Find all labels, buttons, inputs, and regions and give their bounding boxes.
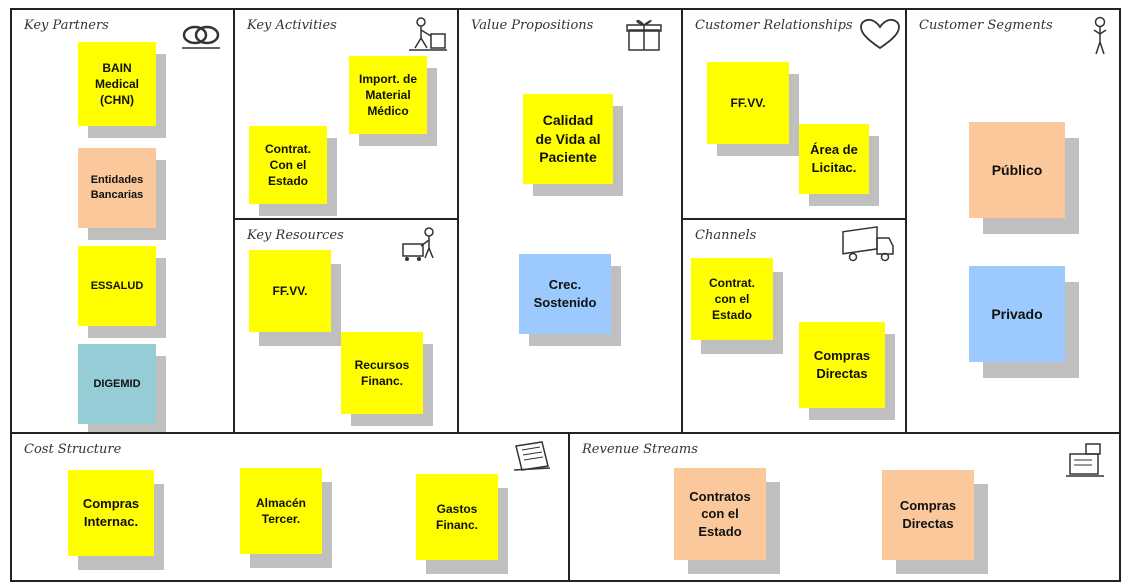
section-title: Revenue Streams [582,442,698,457]
sticky-note: Contrat. con el Estado [691,258,773,340]
sticky-note: Contrat. Con el Estado [249,126,327,204]
document-icon [510,440,552,474]
section-channels: Channels Contrat. con el Estado Compras … [681,218,907,434]
truck-icon [841,226,894,262]
section-title: Value Propositions [471,18,594,33]
sticky-note: FF.VV. [249,250,331,332]
sticky-note: Recursos Financ. [341,332,423,414]
chain-links-icon [180,18,222,52]
sticky-note: Entidades Bancarias [78,148,156,228]
sticky-note: Crec. Sostenido [519,254,611,334]
worker-with-cart-icon [399,226,441,261]
sticky-note: FF.VV. [707,62,789,144]
section-title: Key Resources [247,228,344,243]
section-key-resources: Key Resources FF.VV. Recursos Financ. [233,218,459,434]
section-cost-structure: Cost Structure Compras Internac. Almacén… [10,432,570,582]
sticky-note: ESSALUD [78,246,156,326]
sticky-note: Gastos Financ. [416,474,498,560]
sticky-note: BAIN Medical (CHN) [78,42,156,126]
sticky-note: Almacén Tercer. [240,468,322,554]
cash-register-icon [1064,440,1106,477]
gift-icon [623,16,665,51]
section-customer-segments: Customer Segments Público Privado [905,8,1121,434]
section-title: Cost Structure [24,442,122,457]
worker-icon [407,16,449,51]
sticky-note: Contratos con el Estado [674,468,766,560]
sticky-note: Calidad de Vida al Paciente [523,94,613,184]
sticky-note: Import. de Material Médico [349,56,427,134]
section-title: Customer Relationships [695,18,853,33]
sticky-note: Compras Internac. [68,470,154,556]
sticky-note: Público [969,122,1065,218]
sticky-note: Compras Directas [882,470,974,560]
sticky-note: DIGEMID [78,344,156,424]
section-revenue-streams: Revenue Streams Contratos con el Estado … [568,432,1121,582]
section-title: Channels [695,228,757,243]
section-key-activities: Key Activities Import. de Material Médic… [233,8,459,220]
section-customer-relationships: Customer Relationships FF.VV. Área de Li… [681,8,907,220]
sticky-note: Privado [969,266,1065,362]
heart-icon [859,18,901,52]
sticky-note: Compras Directas [799,322,885,408]
section-key-partners: Key Partners BAIN Medical (CHN) Entidade… [10,8,235,436]
person-icon [1087,16,1113,55]
section-title: Key Partners [24,18,109,33]
section-value-propositions: Value Propositions Calidad de Vida al Pa… [457,8,683,434]
section-title: Key Activities [247,18,337,33]
section-title: Customer Segments [919,18,1053,33]
sticky-note: Área de Licitac. [799,124,869,194]
